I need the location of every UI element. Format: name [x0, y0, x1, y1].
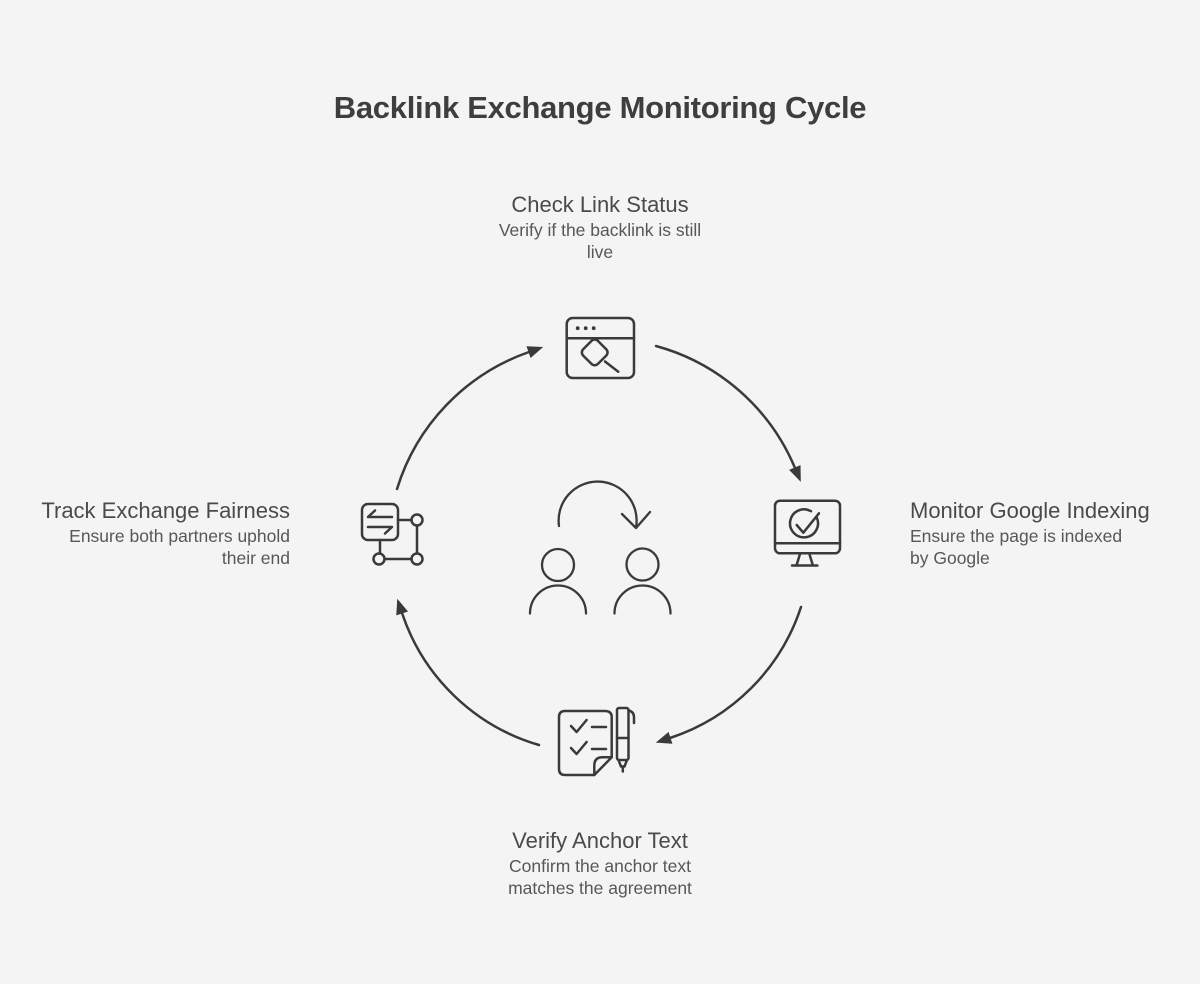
node-check-link-status: Check Link Status Verify if the backlink… [400, 191, 800, 263]
arrow-right-to-bottom [655, 605, 803, 744]
node-title: Check Link Status [511, 192, 689, 217]
browser-search-icon [560, 312, 640, 391]
node-track-exchange-fairness: Track Exchange Fairness Ensure both part… [10, 497, 290, 569]
page-title: Backlink Exchange Monitoring Cycle [333, 90, 867, 125]
node-verify-anchor-text: Verify Anchor Text Confirm the anchor te… [400, 827, 800, 899]
node-title: Track Exchange Fairness [41, 498, 290, 523]
document-checklist-pen-icon [548, 696, 648, 786]
node-title: Verify Anchor Text [512, 828, 688, 853]
node-description: Ensure both partners uphold their end [69, 526, 290, 568]
two-people-cycle-icon [520, 462, 680, 627]
node-title: Monitor Google Indexing [910, 498, 1150, 523]
arrow-bottom-to-left [396, 598, 541, 747]
arrow-left-to-top [395, 346, 544, 491]
monitor-check-icon [768, 490, 848, 575]
node-description: Confirm the anchor text matches the agre… [508, 856, 692, 898]
node-description: Ensure the page is indexed by Google [910, 526, 1123, 568]
arrow-top-to-right [654, 344, 801, 482]
node-description: Verify if the backlink is still live [498, 220, 702, 262]
node-monitor-google-indexing: Monitor Google Indexing Ensure the page … [910, 497, 1190, 569]
exchange-network-icon [350, 498, 430, 578]
